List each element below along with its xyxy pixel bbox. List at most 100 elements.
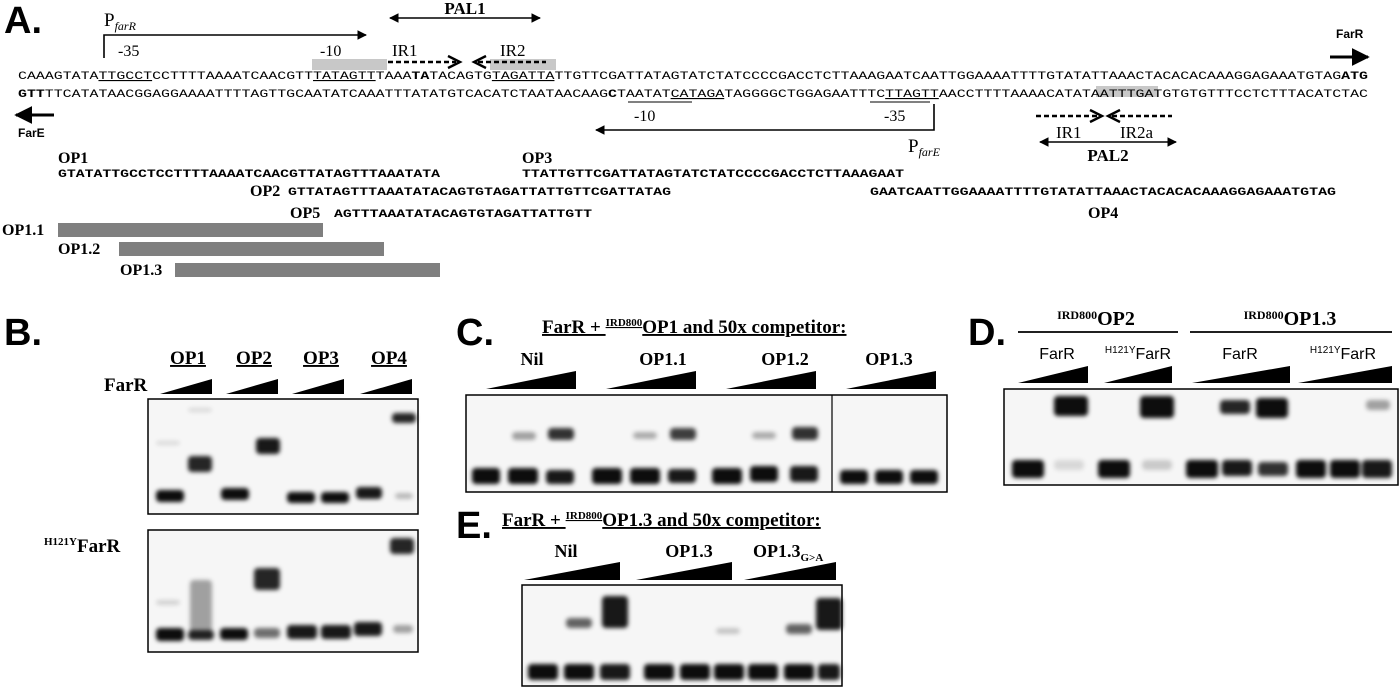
panel-e-label: E. (456, 505, 492, 547)
gel-band (472, 468, 500, 484)
gel-band (592, 468, 622, 484)
gel-band (840, 470, 868, 484)
gel-c (465, 394, 948, 493)
gel-band (546, 470, 574, 484)
fragment-op1-3-label: OP1.3 (120, 262, 162, 279)
panel-b: B. OP1 OP2 OP3 OP4 FarR H121YFarR (4, 312, 419, 653)
gel-band (1330, 460, 1360, 478)
oligo-op2-label: OP2 (250, 183, 280, 200)
gel-b-protein-bot: H121YFarR (44, 536, 121, 557)
gel-band (564, 664, 594, 680)
gel-e-group-op1-3: OP1.3 (665, 541, 713, 561)
gel-band (393, 625, 413, 633)
gel-c-group-op1-1: OP1.1 (639, 349, 687, 369)
promoter-farE-arrow (595, 104, 935, 135)
gel-band (1296, 460, 1326, 478)
gel-band (1054, 460, 1084, 470)
highlight-box (312, 59, 387, 70)
gel-band (1012, 460, 1044, 478)
gel-band (602, 596, 628, 628)
gel-band (712, 468, 742, 484)
gel-band (790, 466, 818, 482)
oligo-op5-label: OP5 (290, 205, 320, 222)
gel-band (287, 492, 315, 503)
ir1-top-label: IR1 (392, 41, 418, 60)
gel-band (644, 664, 674, 680)
gel-band (220, 628, 248, 640)
gel-c-group-nil: Nil (520, 349, 543, 369)
gel-band (188, 630, 214, 640)
gel-band (254, 628, 280, 638)
oligo-op1-seq: GTATATTGCCTCCTTTTAAAATCAACGTTATAGTTTAAAT… (58, 169, 440, 181)
panel-e: E. FarR + IRD800OP1.3 and 50x competitor… (456, 505, 843, 687)
panel-c-label: C. (456, 312, 494, 354)
gel-c-bands (472, 427, 938, 484)
pal2-label: PAL2 (1087, 146, 1128, 165)
panel-d: D. IRD800OP2 IRD800OP1.3 FarR H121YFarR … (968, 308, 1399, 486)
ir2-top-label: IR2 (500, 41, 526, 60)
pal1-label: PAL1 (444, 0, 485, 18)
gel-band (816, 598, 842, 630)
fragment-op1-2-bar (119, 242, 384, 256)
fragment-op1-1-bar (58, 223, 323, 237)
fragment-op1-2-label: OP1.2 (58, 241, 100, 258)
oligo-op3-seq: TTATTGTTCGATTATAGTATCTATCCCCGACCTCTTAAAG… (522, 169, 904, 181)
gradient-wedge (606, 371, 696, 389)
gel-c-group-op1-3: OP1.3 (865, 349, 913, 369)
gel-band (748, 664, 778, 680)
minus10-bot: -10 (634, 108, 655, 125)
gradient-wedge (1104, 366, 1172, 383)
gel-band (784, 664, 814, 680)
gel-band (600, 664, 630, 680)
ir2a-bot-arrowhead (1105, 108, 1121, 124)
gel-band (752, 432, 776, 439)
gel-band (390, 538, 414, 554)
ir1-top-arrowhead (447, 54, 463, 70)
gel-band (716, 628, 740, 634)
gel-band (254, 568, 280, 590)
gel-b-lane-op4: OP4 (371, 348, 407, 369)
gradient-wedge (744, 562, 836, 580)
gel-d-probe-op1-3: IRD800OP1.3 (1244, 308, 1337, 330)
ir2-top-arrowhead (471, 54, 487, 70)
gel-band (630, 468, 660, 484)
minus10-top: -10 (320, 43, 341, 60)
gradient-wedge (360, 379, 412, 394)
gel-e-bands (528, 596, 842, 680)
highlight-box (1096, 86, 1158, 97)
panel-c: C. FarR + IRD800OP1 and 50x competitor: … (456, 312, 948, 493)
gel-band (156, 441, 180, 445)
gene-farE-label: FarE (18, 126, 45, 140)
oligo-op2-seq: GTTATAGTTTAAATATACAGTGTAGATTATTGTTCGATTA… (288, 187, 671, 199)
oligo-op4-label: OP4 (1088, 205, 1118, 222)
gel-band (670, 428, 696, 440)
fragment-op1-3-bar (175, 263, 440, 277)
gel-band (354, 622, 382, 636)
fragment-op1-1-label: OP1.1 (2, 222, 44, 239)
gel-b-top-bands (156, 408, 416, 503)
gel-band (356, 487, 382, 499)
gel-band (680, 664, 710, 680)
gel-band (668, 469, 696, 483)
oligo-op1-label: OP1 (58, 150, 88, 167)
ir2a-bot-label: IR2a (1120, 123, 1154, 142)
gel-d-lane-h121y-farR-2: H121YFarR (1310, 345, 1376, 363)
gel-band (221, 488, 249, 500)
gel-band (188, 408, 212, 412)
gel-band (566, 618, 592, 628)
gel-band (548, 428, 574, 440)
promoter-farR-label: PfarR (104, 10, 137, 33)
gel-band (321, 625, 351, 639)
gel-b-protein-top: FarR (104, 375, 148, 396)
gel-band (512, 432, 536, 440)
gel-band (156, 490, 184, 502)
gel-band (156, 628, 184, 641)
gene-farR-label: FarR (1336, 27, 1364, 41)
gradient-wedge (636, 562, 732, 580)
minus35-top: -35 (118, 43, 139, 60)
gel-band (786, 624, 812, 634)
gel-d-bands (1012, 396, 1392, 478)
promoter-farR-arrow (103, 30, 367, 58)
